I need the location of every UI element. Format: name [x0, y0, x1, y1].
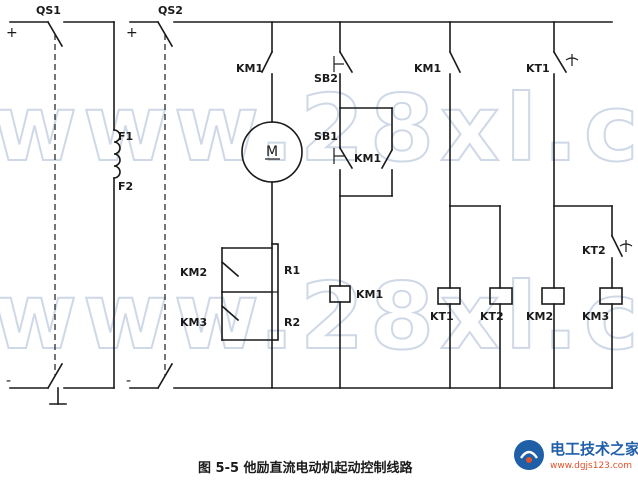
km3-label: KM3 — [180, 316, 207, 329]
km1-main-contact — [260, 50, 274, 74]
r2-label: R2 — [284, 316, 300, 329]
f2-label: F2 — [118, 180, 133, 193]
km1-main-label: KM1 — [236, 62, 263, 75]
kt2-coil-label: KT2 — [480, 310, 504, 323]
motor-symbol: M — [266, 144, 278, 160]
sb2-contact — [338, 50, 354, 74]
kt1-delay-mark — [565, 54, 579, 66]
km1-hold-contact — [380, 148, 394, 170]
km1-hold-label: KM1 — [354, 152, 381, 165]
field-winding — [113, 129, 121, 179]
kt2-contact-label: KT2 — [582, 244, 606, 257]
km2-contact — [220, 260, 240, 278]
km2-label: KM2 — [180, 266, 207, 279]
f1-label: F1 — [118, 130, 133, 143]
r1-label: R1 — [284, 264, 300, 277]
watermark-top: www.28xl.com — [0, 75, 638, 182]
field-circuit: QS1 + - F1 F2 — [6, 4, 133, 405]
kt2-delayed-contact — [610, 234, 624, 258]
plus-sign-left: + — [6, 25, 18, 41]
kt1-contact-label: KT1 — [526, 62, 550, 75]
logo-icon — [514, 440, 544, 470]
site-logo: 电工技术之家 www.dgjs123.com — [512, 434, 638, 488]
km3-contact — [220, 304, 240, 322]
km1-branch3-label: KM1 — [414, 62, 441, 75]
minus-sign-right: - — [126, 373, 131, 389]
minus-sign-left: - — [6, 373, 11, 389]
kt1-delayed-contact — [552, 50, 568, 74]
km2-coil — [541, 287, 565, 305]
sb1-contact — [338, 146, 354, 170]
kt2-coil — [489, 287, 513, 305]
km1-branch3-contact — [448, 50, 462, 74]
qs1-label: QS1 — [36, 4, 61, 17]
sb2-label: SB2 — [314, 72, 338, 85]
logo-url: www.dgjs123.com — [550, 461, 632, 471]
plus-sign-right: + — [126, 25, 138, 41]
watermark-bottom: www.28xl.com — [0, 263, 638, 370]
armature-control-circuit: QS2 + - M KM1 R1 R2 KM2 KM3 — [126, 4, 633, 390]
kt1-coil — [437, 287, 461, 305]
kt2-delay-mark — [619, 240, 633, 252]
figure-caption: 图 5-5 他励直流电动机起动控制线路 — [198, 461, 413, 476]
sb1-label: SB1 — [314, 130, 338, 143]
km2-coil-label: KM2 — [526, 310, 553, 323]
km3-coil-label: KM3 — [582, 310, 609, 323]
qs2-label: QS2 — [158, 4, 183, 17]
km3-coil — [599, 287, 623, 305]
logo-name: 电工技术之家 — [550, 440, 638, 458]
km1-coil-label: KM1 — [356, 288, 383, 301]
kt1-coil-label: KT1 — [430, 310, 454, 323]
